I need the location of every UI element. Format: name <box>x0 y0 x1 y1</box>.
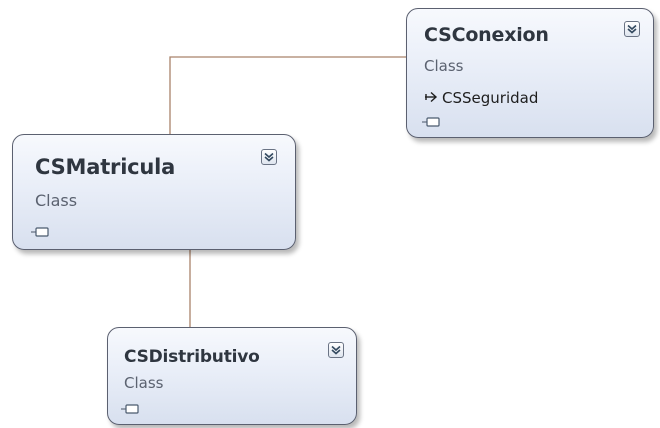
class-stereotype-csconexion: Class <box>424 57 464 75</box>
class-stereotype-csdistributivo: Class <box>124 374 164 392</box>
compartment-collapse-icon[interactable] <box>31 227 49 237</box>
connector-csmatricula-csconexion[interactable] <box>169 56 407 134</box>
expand-toggle-csdistributivo[interactable] <box>328 342 344 358</box>
compartment-collapse-icon[interactable] <box>422 117 440 127</box>
class-name-csmatricula: CSMatricula <box>35 155 176 179</box>
arrow-right-icon <box>424 89 438 107</box>
expand-toggle-csconexion[interactable] <box>624 21 640 37</box>
class-name-csconexion: CSConexion <box>424 24 549 46</box>
member-row-csseguridad[interactable]: CSSeguridad <box>424 89 538 107</box>
class-box-csconexion[interactable]: CSConexion Class CSSeguridad <box>406 8 654 138</box>
double-chevron-down-icon <box>627 24 637 34</box>
class-box-csmatricula[interactable]: CSMatricula Class <box>12 134 296 250</box>
member-label-csseguridad: CSSeguridad <box>442 89 539 107</box>
double-chevron-down-icon <box>264 152 274 162</box>
double-chevron-down-icon <box>331 345 341 355</box>
expand-toggle-csmatricula[interactable] <box>261 149 277 165</box>
compartment-collapse-icon[interactable] <box>121 404 139 414</box>
class-name-csdistributivo: CSDistributivo <box>124 347 260 367</box>
class-stereotype-csmatricula: Class <box>35 191 78 210</box>
class-box-csdistributivo[interactable]: CSDistributivo Class <box>107 327 357 425</box>
